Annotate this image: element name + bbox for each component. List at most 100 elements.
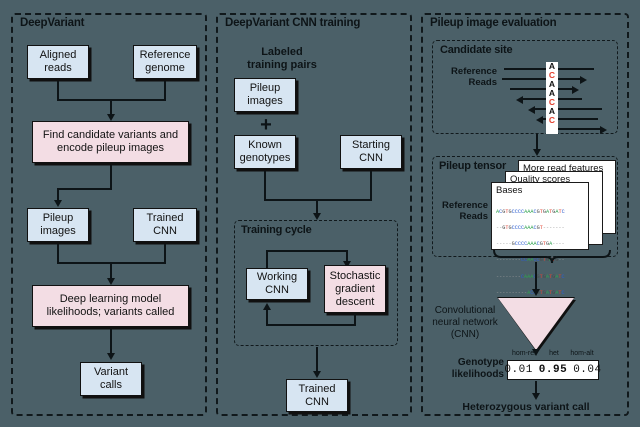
read-bar-row [0, 125, 640, 134]
node-pileup-images-left: Pileup images [27, 208, 89, 242]
arrowhead-to-trained-cnn [312, 371, 321, 378]
tensor-reads-label: Reads [459, 211, 488, 222]
read-arrow-left [528, 106, 535, 114]
connector-merge-down-3 [316, 199, 319, 215]
arrowhead-to-working-cnn [262, 303, 271, 310]
subpanel-training-cycle-title: Training cycle [241, 224, 312, 236]
read-bar [510, 88, 572, 91]
connector-deeplearning-down [110, 329, 113, 355]
base-cell: A [548, 79, 556, 89]
node-starting-cnn-label: Starting CNN [352, 139, 390, 164]
node-pileup-images-training-label: Pileup images [247, 82, 283, 107]
read-arrow-right [580, 76, 587, 84]
read-arrow-right [600, 126, 607, 134]
subpanel-training-cycle [234, 220, 398, 346]
node-working-cnn-label: Working CNN [256, 271, 298, 296]
read-bar [502, 78, 580, 81]
panel-pileup-evaluation [421, 13, 629, 416]
read-arrow-left [516, 96, 523, 104]
genotype-likelihoods-box: 0.01 0.95 0.04 [504, 360, 602, 380]
sequence-row: -----GCCCCAAACGTGA---- [496, 241, 565, 248]
subpanel-candidate-site [432, 40, 618, 134]
genotype-header-het: het [549, 350, 559, 357]
connector-sgd-down [354, 314, 357, 326]
tensor-reference-label: Reference [442, 200, 488, 211]
node-aligned-reads-label: Aligned reads [39, 49, 77, 74]
node-trained-cnn-left: Trained CNN [133, 208, 197, 242]
arrowhead-to-find-candidates [106, 114, 115, 121]
genotype-header-hom-ref: hom-ref [511, 350, 537, 357]
node-working-cnn: Working CNN [246, 268, 308, 300]
node-known-genotypes-label: Known genotypes [239, 139, 291, 164]
connector-candidate-to-tensor [536, 134, 539, 152]
base-cell: A [548, 106, 556, 116]
genotype-likelihoods-label: Genotype likelihoods [451, 357, 504, 380]
base-cell: A [548, 88, 556, 98]
node-sgd-label: Stochastic gradient descent [329, 269, 381, 308]
node-trained-cnn-training-label: Trained CNN [298, 382, 336, 408]
node-starting-cnn: Starting CNN [340, 135, 402, 169]
panel-cnn-training [216, 13, 412, 416]
connector-cycle-bottom [266, 324, 356, 327]
sequence-row: ----------ACCGTGATGATC [496, 289, 565, 296]
genotype-value-hom-alt: 0.04 [573, 364, 602, 376]
arrowhead-to-variant-calls [106, 353, 115, 360]
base-cell: C [548, 70, 556, 80]
candidate-reference-label: Reference [451, 66, 497, 77]
connector-merge-down-1 [110, 99, 113, 116]
node-trained-cnn-left-label: Trained CNN [146, 212, 184, 237]
base-cell: A [548, 61, 556, 71]
node-pileup-images-training: Pileup images [234, 78, 296, 112]
read-bar-row [0, 95, 640, 104]
panel-deepvariant-title: DeepVariant [20, 17, 85, 29]
node-known-genotypes: Known genotypes [234, 135, 296, 169]
arrowhead-to-pileup-tensor [532, 149, 541, 156]
genotype-header-hom-alt: hom-alt [570, 350, 594, 357]
candidate-base-column: A C A A C A C [546, 62, 558, 134]
connector-cycle-top-left [266, 250, 269, 268]
candidate-reads-label: Reads [468, 77, 497, 88]
cnn-triangle [498, 298, 574, 350]
connector-tensor-to-cnn [535, 262, 538, 292]
node-sgd: Stochastic gradient descent [324, 265, 386, 313]
connector-trainedcnn-down [164, 244, 167, 264]
connector-genotype-to-call [535, 381, 538, 395]
arrowhead-to-training-cycle [312, 213, 321, 220]
arrowhead-to-genotype [531, 349, 540, 356]
base-cell: C [548, 115, 556, 125]
read-bar [534, 108, 602, 111]
node-variant-calls-label: Variant calls [93, 366, 129, 391]
tensor-brace [493, 249, 611, 264]
panel-deepvariant [11, 13, 207, 416]
final-variant-call-label: Heterozygous variant call [462, 401, 590, 413]
cnn-label: Convolutional neural network (CNN) [432, 305, 498, 340]
arrowhead-to-pileup-images [53, 200, 62, 207]
connector-merge-down-2 [110, 262, 113, 280]
tensor-card-title: More read features [523, 163, 604, 174]
read-bar-row [0, 115, 640, 124]
node-find-candidates: Find candidate variants and encode pileu… [32, 121, 189, 163]
connector-cycle-bottom-left [266, 310, 269, 326]
genotype-value-het: 0.95 [538, 364, 568, 376]
arrowhead-to-deep-learning [106, 278, 115, 285]
labeled-training-pairs-label: Labeled training pairs [247, 46, 317, 71]
tensor-card-title: Quality scores [510, 174, 571, 185]
read-arrow-right [572, 86, 579, 94]
genotype-value-hom-ref: 0.01 [504, 364, 533, 376]
node-aligned-reads: Aligned reads [27, 45, 89, 79]
plus-symbol: + [260, 114, 272, 136]
node-reference-genome: Reference genome [133, 45, 197, 79]
connector-to-pileup [57, 188, 60, 202]
subpanel-pileup-tensor-title: Pileup tensor [439, 160, 507, 172]
read-bar-row [0, 65, 640, 74]
connector-cycle-to-trained [316, 347, 319, 373]
connector-genotypes-down [264, 171, 267, 201]
tensor-card-bases: Bases ACGTGCCCCAAACGTGATGATC --GTGCCCCAA… [491, 182, 589, 296]
connector-startingcnn-down [370, 171, 373, 201]
connector-cycle-top-right [346, 250, 349, 262]
node-trained-cnn-training: Trained CNN [286, 379, 348, 412]
connector-pileup-down [57, 244, 60, 264]
node-deep-learning: Deep learning model likelihoods; variant… [32, 285, 189, 327]
panel-cnn-training-title: DeepVariant CNN training [225, 17, 361, 29]
